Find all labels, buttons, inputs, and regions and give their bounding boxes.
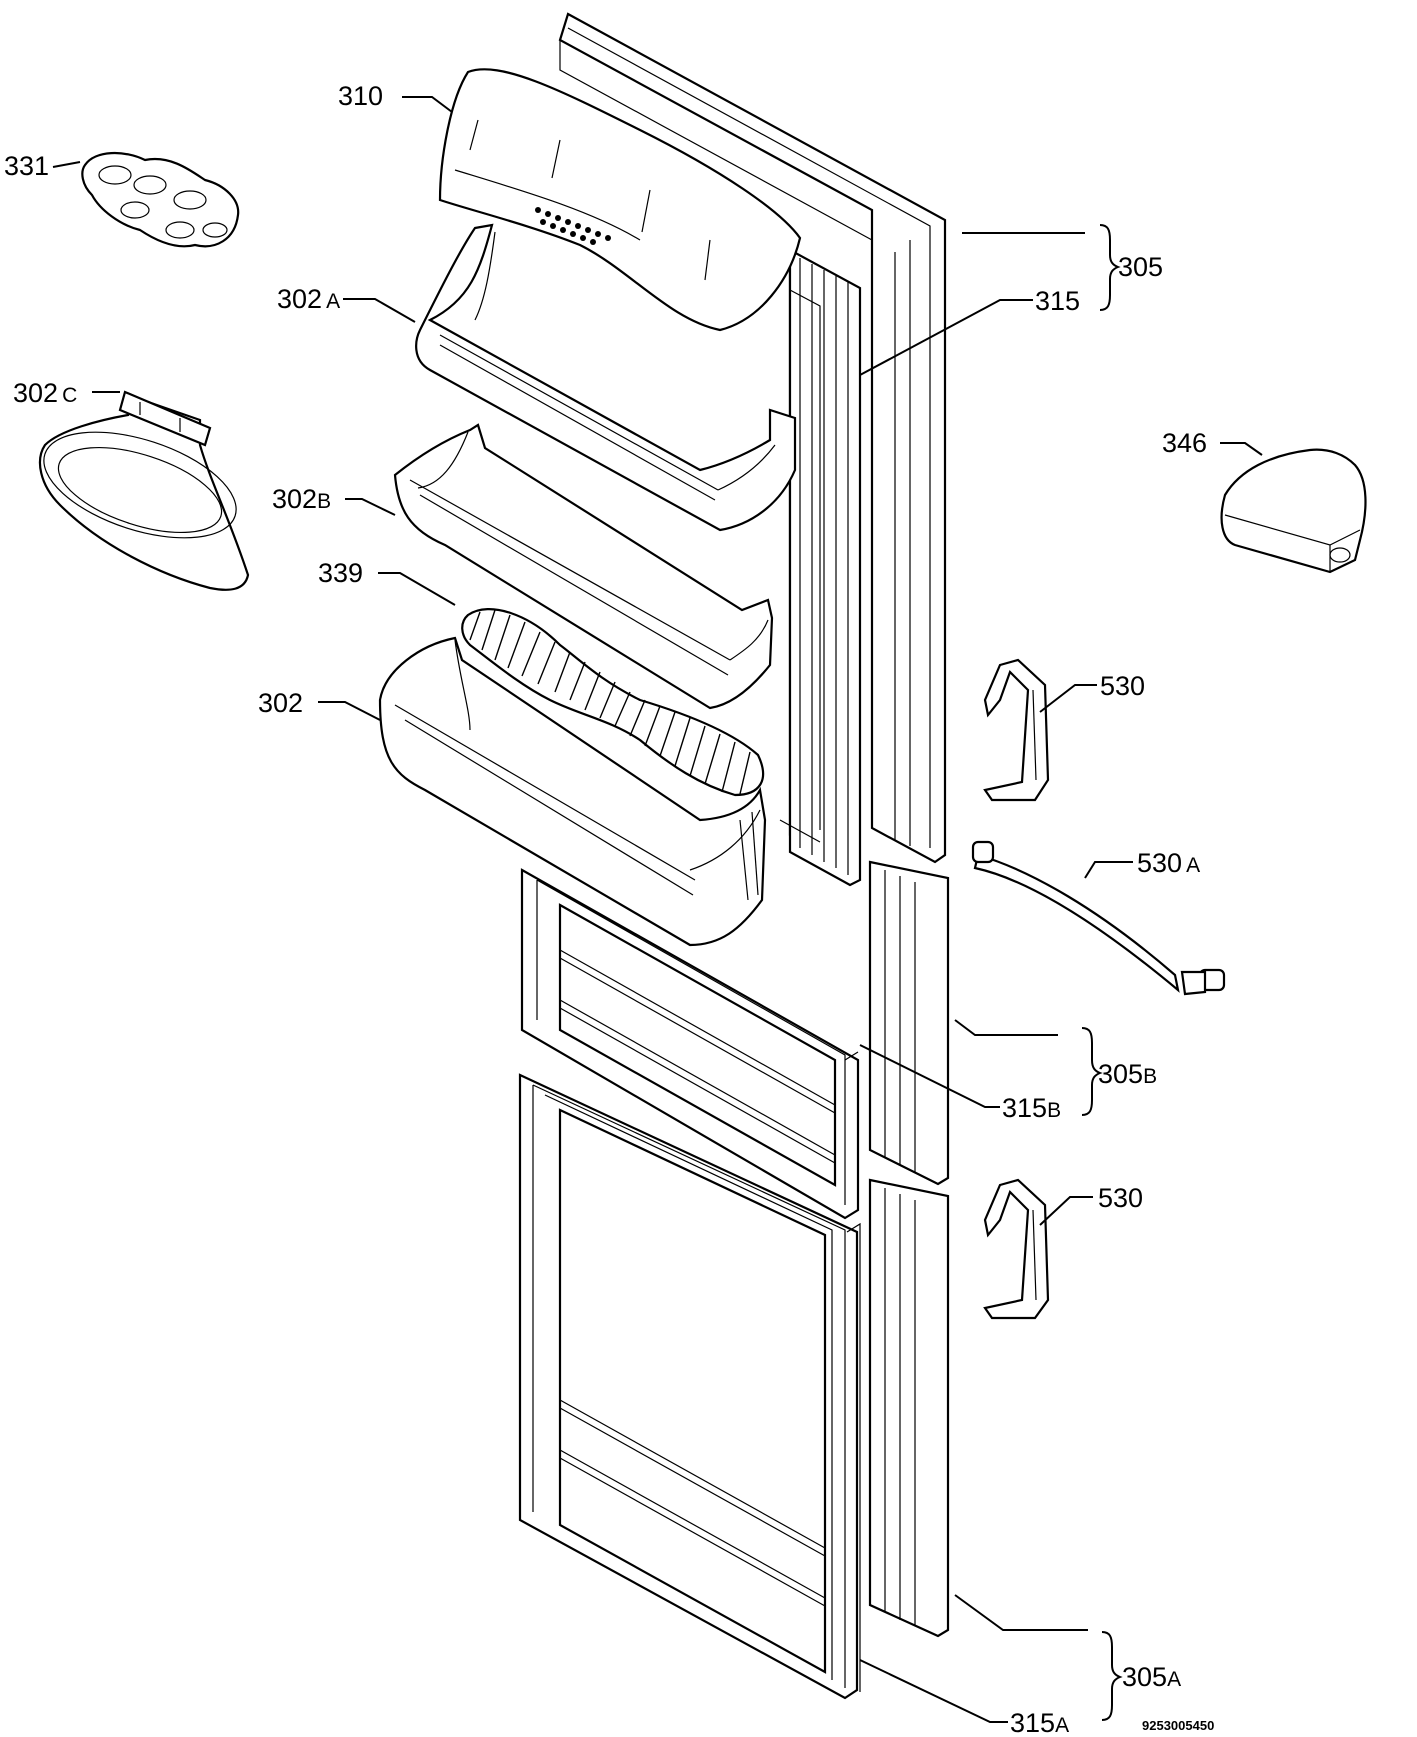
- callout-305a: 305A: [1122, 1662, 1181, 1692]
- callout-315b: 315B: [1002, 1093, 1061, 1123]
- leader-lines: [52, 96, 1263, 1723]
- callout-315: 315: [1035, 286, 1080, 316]
- callout-302b: 302B: [272, 484, 331, 514]
- callout-346: 346: [1162, 428, 1207, 458]
- egg-tray-331: [81, 151, 240, 248]
- callout-305b: 305B: [1098, 1059, 1157, 1089]
- callout-331: 331: [4, 151, 49, 181]
- middle-door-assembly: [520, 860, 950, 1220]
- callout-339: 339: [318, 558, 363, 588]
- top-door-assembly: [558, 12, 947, 887]
- door-bin-302b: [393, 423, 774, 710]
- callout-530-top: 530: [1100, 671, 1145, 701]
- shelf-cover-310: [438, 68, 802, 332]
- vent-holes: [535, 207, 611, 245]
- bottom-door-assembly: [518, 1073, 950, 1700]
- handle-530-bottom: [983, 1178, 1050, 1320]
- hinge-pin-530a: [971, 840, 1226, 996]
- braces: [1081, 224, 1123, 1721]
- door-bin-302a: [415, 223, 797, 532]
- callout-530-bottom: 530: [1098, 1183, 1143, 1213]
- bottle-shelf-302c: [38, 390, 250, 591]
- door-bin-302: [378, 636, 767, 947]
- cover-346: [1220, 448, 1367, 574]
- bottle-retainer-339: [461, 608, 765, 797]
- handle-530-top: [983, 658, 1050, 802]
- callout-302: 302: [258, 688, 303, 718]
- callout-305: 305: [1118, 252, 1163, 282]
- callout-315a: 315A: [1010, 1708, 1069, 1737]
- callout-310: 310: [338, 81, 383, 111]
- document-number: 9253005450: [1142, 1718, 1214, 1733]
